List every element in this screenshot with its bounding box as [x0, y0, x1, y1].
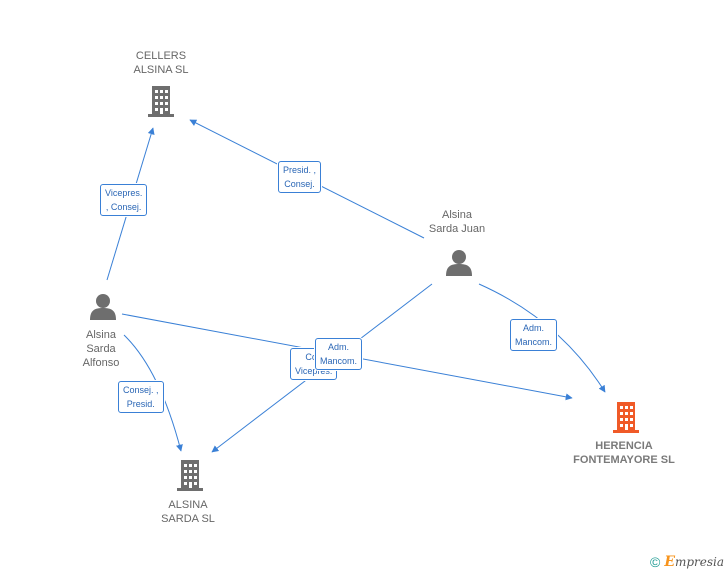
node-label-line: FONTEMAYORE SL [573, 454, 675, 466]
edge-label-juan-herencia[interactable]: Adm. Mancom. [510, 319, 558, 351]
node-label-line: Alfonso [82, 357, 120, 369]
edge-label-line: Presid. , [283, 165, 317, 175]
edge-label-line: Adm. [523, 323, 545, 333]
edge-label-alfonso-alsina[interactable]: Consej. , Presid. [118, 381, 164, 413]
node-label-alsina-sarda-juan[interactable]: Alsina Sarda Juan [429, 208, 485, 236]
node-label-line: Sarda [86, 343, 116, 355]
edge-label-line: Mancom. [320, 356, 358, 366]
person-icon[interactable] [446, 250, 472, 276]
edge-label-alfonso-cellers[interactable]: Vicepres. , Consej. [100, 184, 148, 216]
edge-label-line: Mancom. [515, 337, 553, 347]
node-label-line: ALSINA [168, 499, 208, 511]
node-label-alsina-sarda[interactable]: ALSINA SARDA SL [161, 498, 215, 526]
brand-initial: E [664, 554, 675, 570]
node-label-herencia-fontemayore[interactable]: HERENCIA FONTEMAYORE SL [573, 439, 675, 467]
edge-label-juan-cellers[interactable]: Presid. , Consej. [278, 161, 322, 193]
edge-label-line: Vicepres. [105, 188, 143, 198]
node-label-line: Alsina [442, 209, 472, 221]
node-label-line: Sarda Juan [428, 223, 486, 235]
edge-label-line: Vicepres. [295, 366, 333, 376]
building-icon[interactable] [148, 86, 174, 117]
edge-label-line: Adm. [328, 342, 350, 352]
node-label-line: CELLERS [135, 50, 187, 62]
node-label-alsina-sarda-alfonso[interactable]: Alsina Sarda Alfonso [83, 328, 120, 370]
edge-label-line: Presid. [126, 399, 155, 409]
building-icon[interactable] [613, 402, 639, 433]
brand-rest: mpresia [675, 555, 725, 569]
edge-label-alfonso-herencia[interactable]: Adm. Mancom. [315, 338, 363, 370]
building-icon[interactable] [177, 460, 203, 491]
person-icon[interactable] [90, 294, 116, 320]
edge-label-line: , Consej. [105, 202, 142, 212]
node-label-cellers-alsina[interactable]: CELLERS ALSINA SL [133, 49, 188, 77]
edge-label-line: Consej. , [123, 385, 159, 395]
node-label-line: ALSINA SL [133, 64, 189, 76]
node-label-line: SARDA SL [161, 513, 215, 525]
brand-name: Empresia [664, 554, 724, 570]
node-label-line: Alsina [86, 329, 116, 341]
copyright-icon: © [650, 554, 661, 570]
node-label-line: HERENCIA [595, 440, 653, 452]
empresia-brand[interactable]: © Empresia [650, 554, 724, 570]
edge-label-line: Con [305, 352, 322, 362]
edge-label-line: Consej. [284, 179, 315, 189]
